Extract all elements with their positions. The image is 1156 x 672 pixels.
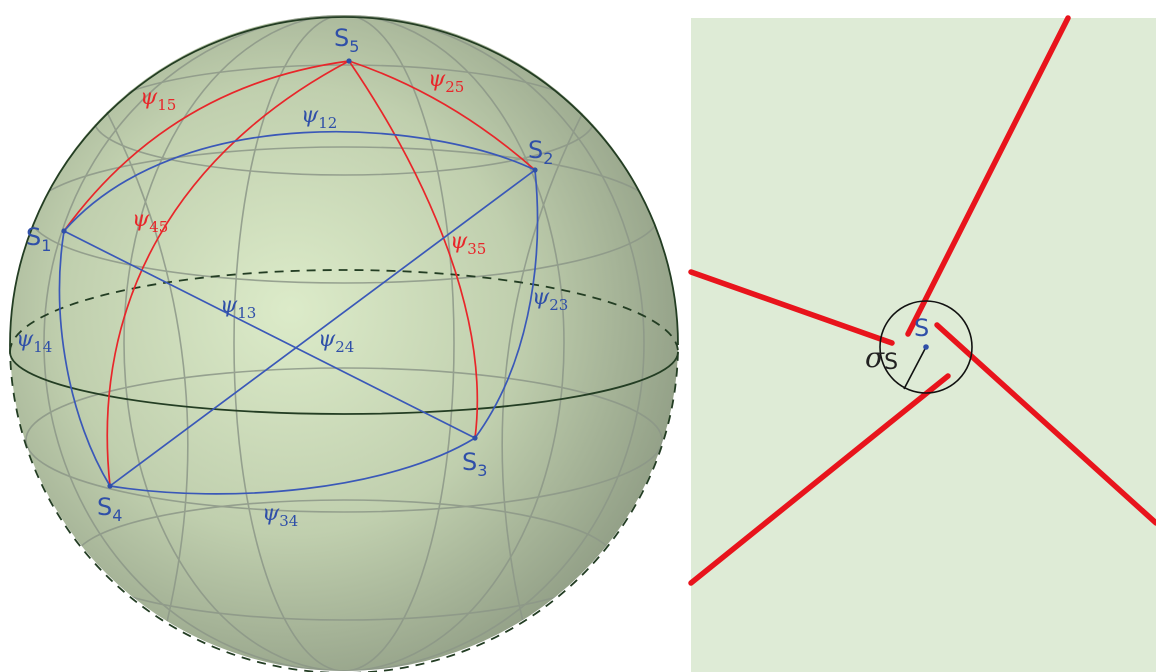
point-label-s5: S5 xyxy=(334,24,359,56)
arc-s4-s3 xyxy=(109,437,476,495)
point-label-s2: S2 xyxy=(528,136,553,168)
point-label-s: S xyxy=(914,314,929,342)
sphere-outline-bottom xyxy=(9,344,679,672)
arc-s1-s2 xyxy=(63,130,536,232)
arc-s2-s5 xyxy=(348,60,536,171)
arc-s3-s5 xyxy=(348,60,479,439)
radius-line xyxy=(903,346,927,390)
point-label-s1: S1 xyxy=(26,223,51,255)
arc-label-psi45: ψ45 xyxy=(132,207,168,236)
point-s3-dot xyxy=(472,435,478,441)
point-label-s3: S3 xyxy=(462,448,487,480)
arc-s1-s3 xyxy=(63,230,476,439)
point-s5-dot xyxy=(346,58,352,64)
arc-label-psi15: ψ15 xyxy=(140,85,176,114)
arc-s1-s5 xyxy=(63,60,350,232)
arc-label-psi12: ψ12 xyxy=(301,103,337,132)
arc-s4-s5 xyxy=(106,60,350,487)
arc-label-psi34: ψ34 xyxy=(262,501,298,530)
arc-s1-s4 xyxy=(58,230,111,487)
arc-s4-s2 xyxy=(109,169,536,487)
arc-label-psi35: ψ35 xyxy=(450,229,486,258)
sphere-figure: S1 S2 S3 S4 S5 ψ15 ψ25 ψ12 xyxy=(9,15,679,672)
red-line-upper-right xyxy=(905,15,1071,337)
detail-panel-background xyxy=(691,18,1156,672)
arc-label-psi14: ψ14 xyxy=(16,327,52,356)
red-line-lower-right xyxy=(934,322,1156,526)
red-line-left xyxy=(688,269,895,346)
radius-circle xyxy=(879,300,973,394)
detail-panel: S σS xyxy=(688,15,1156,672)
point-s-dot xyxy=(923,344,929,350)
point-label-s4: S4 xyxy=(97,493,122,525)
sphere-body xyxy=(10,15,678,671)
arc-label-psi24: ψ24 xyxy=(318,327,354,356)
red-line-lower-left xyxy=(688,373,951,586)
arc-label-psi13: ψ13 xyxy=(220,293,256,322)
point-s2-dot xyxy=(532,167,538,173)
equator-front xyxy=(9,351,679,415)
radius-label: σS xyxy=(865,341,898,375)
point-s4-dot xyxy=(107,483,113,489)
point-s1-dot xyxy=(61,228,67,234)
arc-label-psi23: ψ23 xyxy=(532,285,568,314)
arc-label-psi25: ψ25 xyxy=(428,67,464,96)
arc-s2-s3 xyxy=(474,169,539,439)
equator-back xyxy=(9,269,679,353)
sphere-outline-top xyxy=(9,16,679,346)
